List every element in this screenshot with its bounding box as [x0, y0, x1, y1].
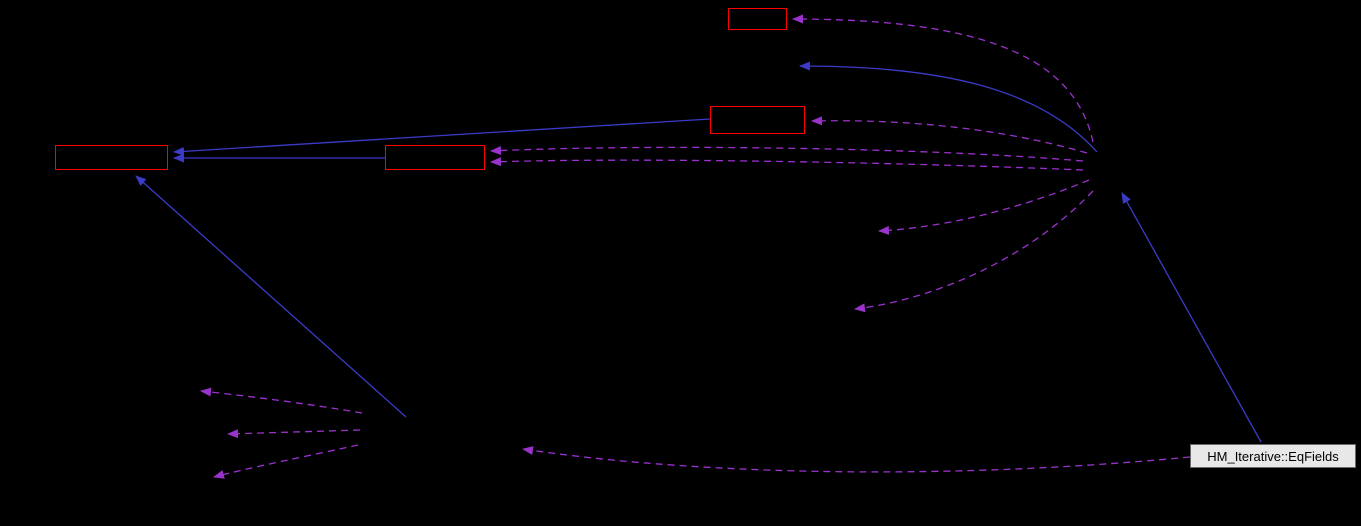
dashed-edge-lower-hidden-1: [200, 387, 363, 414]
dashed-edge-hub-to-node3-lower: [490, 157, 1084, 171]
current-node-label: HM_Iterative::EqFields: [1207, 448, 1339, 464]
current-node-hm-iterative-eqfields: HM_Iterative::EqFields: [1190, 444, 1356, 468]
dashed-edge-hub-to-node3-upper: [490, 146, 1084, 162]
graph-node-left[interactable]: [55, 145, 168, 170]
solid-edge-eqfields-to-hub: [1121, 192, 1262, 443]
dashed-edge-lower-hidden-3: [213, 444, 359, 479]
solid-edge-lower-to-left-node: [135, 175, 407, 418]
dashed-edge-hub-to-hidden-2: [854, 190, 1094, 313]
graph-node-mid[interactable]: [385, 145, 485, 170]
dashed-edge-hub-to-node2: [811, 116, 1088, 154]
graph-node-mid-upper[interactable]: [710, 106, 805, 134]
dashed-edge-lower-hidden-2: [227, 429, 361, 439]
solid-edge-hub-to-upper: [799, 61, 1098, 153]
dashed-edge-hub-to-top-node: [792, 14, 1094, 143]
dashed-edge-hub-to-hidden-1: [878, 179, 1090, 235]
graph-node-top[interactable]: [728, 8, 787, 30]
dashed-edge-eqfields-to-lower-node: [522, 446, 1191, 473]
solid-edge-node2-to-left-node: [173, 118, 711, 156]
